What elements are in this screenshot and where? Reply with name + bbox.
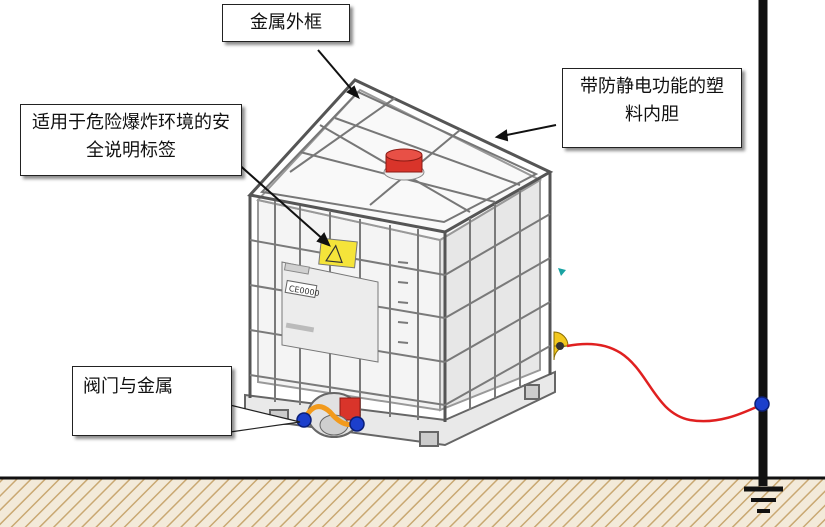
product-label: CE0000 bbox=[281, 261, 379, 363]
valve-connector-right bbox=[349, 416, 365, 432]
pole-connector bbox=[754, 396, 770, 412]
valve bbox=[301, 392, 361, 438]
fill-cap bbox=[383, 148, 425, 181]
ground-hatch bbox=[0, 478, 825, 527]
arrow-inner-tank bbox=[501, 124, 557, 137]
arrow-safety-label bbox=[235, 161, 326, 242]
ground-cable bbox=[566, 342, 764, 423]
grounding-pole bbox=[744, 0, 783, 513]
safety-label-callout: 适用于危险爆炸环境的安全说明标签 bbox=[20, 104, 242, 176]
inner-tank-callout: 带防静电功能的塑料内胆 bbox=[562, 68, 742, 148]
grounding-clamp bbox=[553, 268, 569, 361]
metal-frame-callout: 金属外框 bbox=[222, 4, 350, 42]
valve-connector-left bbox=[296, 412, 312, 428]
valve-metal-callout: 阀门与金属 bbox=[72, 366, 232, 436]
